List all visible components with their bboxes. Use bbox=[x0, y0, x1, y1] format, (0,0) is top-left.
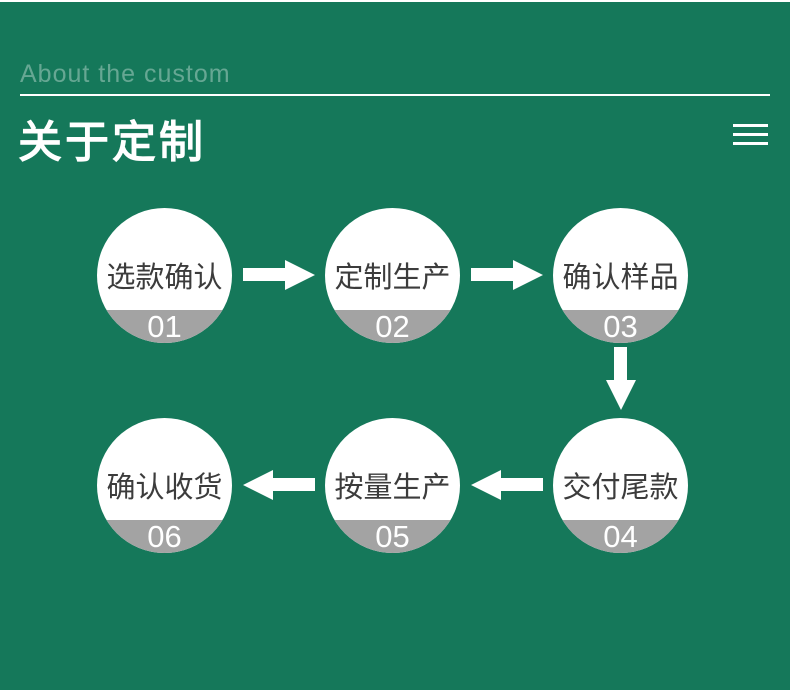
flow-step-label: 确认样品 bbox=[562, 262, 679, 294]
flow-step-number: 02 bbox=[375, 309, 410, 343]
arrow-right-icon bbox=[471, 260, 543, 290]
flow-step-number-band: 04 bbox=[553, 520, 688, 553]
flow-step-number: 06 bbox=[147, 519, 182, 553]
flow-step-number: 03 bbox=[603, 309, 638, 343]
flow-step-number: 01 bbox=[147, 309, 182, 343]
header-divider bbox=[20, 94, 770, 96]
flow-step-number-band: 02 bbox=[325, 310, 460, 343]
flow-step-05: 按量生产 05 bbox=[325, 418, 460, 553]
arrow-right-icon bbox=[243, 260, 315, 290]
top-divider bbox=[0, 0, 790, 2]
hamburger-menu-icon[interactable] bbox=[733, 124, 768, 147]
flow-step-label: 确认收货 bbox=[106, 472, 223, 504]
flow-step-06: 确认收货 06 bbox=[97, 418, 232, 553]
flow-step-number-band: 01 bbox=[97, 310, 232, 343]
flow-step-number-band: 06 bbox=[97, 520, 232, 553]
flow-step-label: 交付尾款 bbox=[562, 472, 679, 504]
arrow-left-icon bbox=[471, 470, 543, 500]
arrow-down-icon bbox=[606, 347, 636, 410]
section-eyebrow: About the custom bbox=[20, 60, 231, 88]
flow-step-number-band: 05 bbox=[325, 520, 460, 553]
flow-step-number: 04 bbox=[603, 519, 638, 553]
hamburger-bar bbox=[733, 142, 768, 145]
flow-step-label: 选款确认 bbox=[106, 262, 223, 294]
flow-step-label: 定制生产 bbox=[334, 262, 451, 294]
flow-step-03: 确认样品 03 bbox=[553, 208, 688, 343]
hamburger-bar bbox=[733, 124, 768, 127]
page-title: 关于定制 bbox=[18, 118, 206, 167]
arrow-left-icon bbox=[243, 470, 315, 500]
flow-step-04: 交付尾款 04 bbox=[553, 418, 688, 553]
flow-step-02: 定制生产 02 bbox=[325, 208, 460, 343]
flow-step-number-band: 03 bbox=[553, 310, 688, 343]
hamburger-bar bbox=[733, 133, 768, 136]
flow-step-label: 按量生产 bbox=[334, 472, 451, 504]
flow-step-number: 05 bbox=[375, 519, 410, 553]
flow-step-01: 选款确认 01 bbox=[97, 208, 232, 343]
